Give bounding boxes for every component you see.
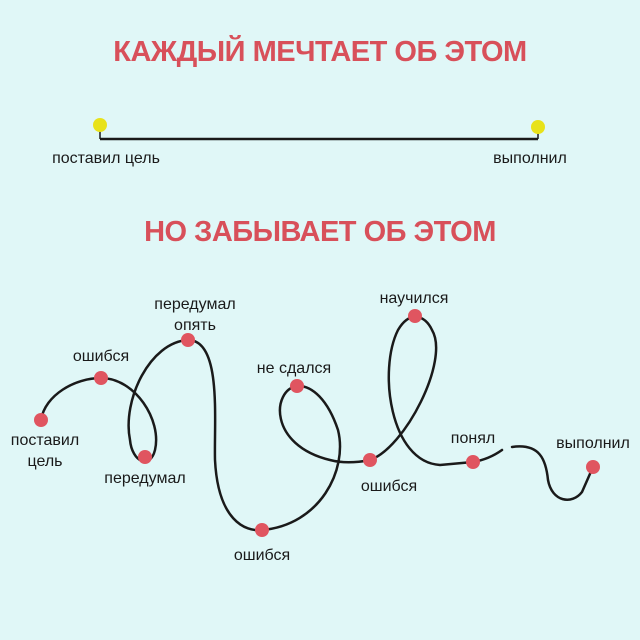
ideal-start-label: поставил цель — [52, 150, 160, 167]
dot-understood — [466, 455, 480, 469]
step-label-changed-mind: передумал — [104, 470, 186, 487]
step-label-mistake-2: ошибся — [233, 547, 291, 564]
step-label-understood: понял — [450, 430, 496, 447]
ideal-end-dot — [531, 120, 545, 134]
dot-learned — [408, 309, 422, 323]
step-label-set-goal: поставил цель — [11, 430, 79, 472]
step-label-didnt-give-up: не сдался — [256, 360, 332, 377]
reality-title: НО ЗАБЫВАЕТ ОБ ЭТОМ — [144, 216, 496, 248]
dot-set-goal — [34, 413, 48, 427]
ideal-title: КАЖДЫЙ МЕЧТАЕТ ОБ ЭТОМ — [113, 36, 527, 68]
step-label-mistake-3: ошибся — [360, 478, 418, 495]
label-line: передумал — [154, 296, 236, 313]
dot-changed-mind-again — [181, 333, 195, 347]
step-label-changed-mind-again: передумал опять — [154, 294, 235, 336]
dot-changed-mind — [138, 450, 152, 464]
label-line: опять — [174, 317, 216, 334]
dot-mistake-3 — [363, 453, 377, 467]
ideal-end-label: выполнил — [493, 150, 567, 167]
reality-dots — [34, 309, 600, 537]
step-label-achieved: выполнил — [556, 435, 630, 452]
label-line: цель — [27, 453, 63, 470]
ideal-start-dot — [93, 118, 107, 132]
dot-mistake-1 — [94, 371, 108, 385]
dot-achieved — [586, 460, 600, 474]
step-label-learned: научился — [379, 290, 449, 307]
dot-didnt-give-up — [290, 379, 304, 393]
dot-mistake-2 — [255, 523, 269, 537]
label-line: поставил — [10, 432, 80, 449]
step-label-mistake-1: ошибся — [72, 348, 130, 365]
